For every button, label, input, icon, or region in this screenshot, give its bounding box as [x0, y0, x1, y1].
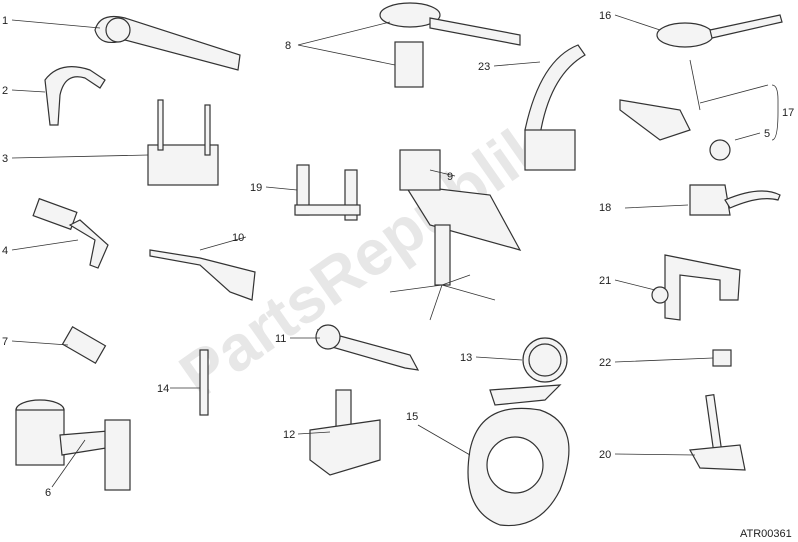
- tool-19-plate: [294, 164, 361, 221]
- label-12: 12: [283, 429, 295, 441]
- label-1: 1: [2, 15, 8, 27]
- tool-1-wrench: [94, 15, 241, 71]
- tool-6-sleeve: [15, 399, 131, 491]
- label-5: 5: [764, 128, 770, 140]
- label-2: 2: [2, 85, 8, 97]
- tool-3-bracket: [147, 99, 219, 186]
- part-labels: 1 2 3 4 7 6 10 14 11 12 8 19 9 23 16 17 …: [2, 10, 794, 540]
- tool-4-puller: [32, 197, 109, 269]
- label-11: 11: [275, 333, 286, 345]
- label-9: 9: [447, 171, 453, 183]
- tool-14-pin: [199, 349, 209, 416]
- tool-18-puller: [689, 184, 781, 216]
- tool-2-hook: [44, 66, 106, 126]
- label-17: 17: [782, 107, 794, 119]
- tool-23-arm: [524, 44, 586, 171]
- tool-13-dial: [489, 337, 568, 406]
- tool-11-wrench: [315, 324, 420, 371]
- tool-12-block: [309, 389, 381, 476]
- tool-22-nut: [712, 349, 732, 367]
- tool-16-band: [656, 14, 783, 48]
- label-10: 10: [232, 232, 244, 244]
- label-18: 18: [599, 202, 611, 214]
- tool-9-stand: [389, 149, 522, 321]
- label-14: 14: [157, 383, 169, 395]
- watermark: PartsRepublik: [167, 105, 561, 411]
- label-8: 8: [285, 40, 291, 52]
- tool-20-puller: [689, 394, 746, 471]
- drawing-code: ATR00361: [740, 528, 792, 540]
- tool-21-bracket: [651, 254, 741, 321]
- tool-8-wrench: [379, 2, 521, 88]
- label-13: 13: [460, 352, 472, 364]
- label-16: 16: [599, 10, 611, 22]
- label-21: 21: [599, 275, 611, 287]
- label-23: 23: [478, 61, 490, 73]
- label-6: 6: [45, 487, 51, 499]
- leader-lines: [11, 14, 779, 488]
- tool-10-pin: [149, 249, 256, 301]
- label-3: 3: [2, 153, 8, 165]
- label-15: 15: [406, 411, 418, 423]
- tool-15-ring: [467, 407, 570, 527]
- label-19: 19: [250, 182, 262, 194]
- label-4: 4: [2, 245, 8, 257]
- tool-7-pin: [61, 326, 107, 364]
- tool-17-gauge: [619, 59, 731, 161]
- label-22: 22: [599, 357, 611, 369]
- label-20: 20: [599, 449, 611, 461]
- label-7: 7: [2, 336, 8, 348]
